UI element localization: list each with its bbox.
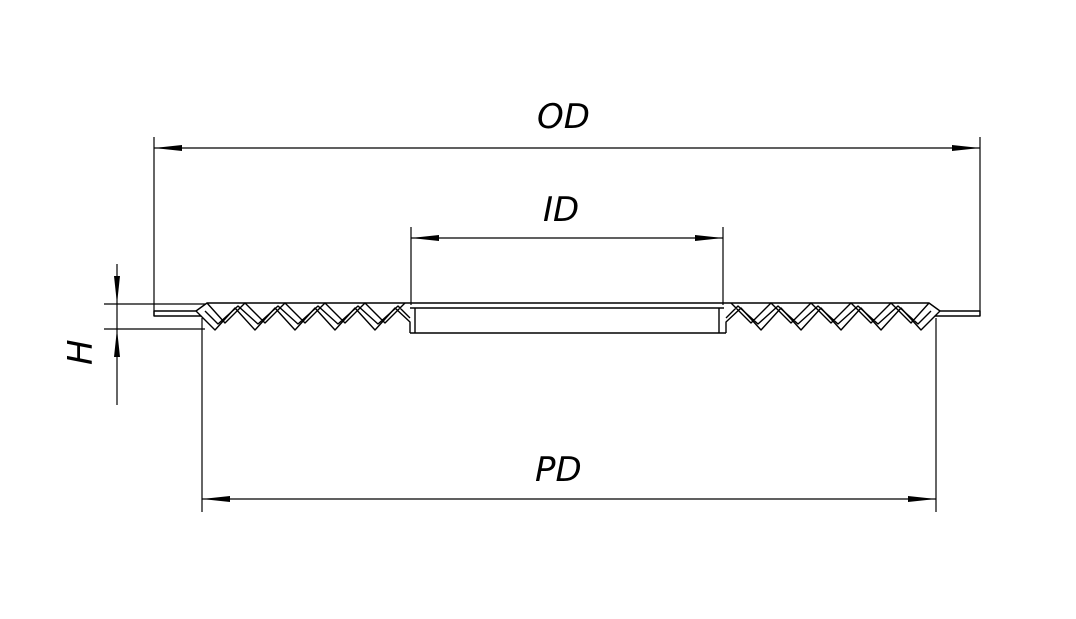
gasket-profile — [153, 302, 981, 334]
left-corrugation-inner — [204, 302, 411, 325]
left-corrugation-outer — [195, 302, 411, 333]
pd-label: PD — [535, 450, 582, 490]
h-label: H — [61, 339, 101, 365]
pd-dimension — [201, 318, 937, 512]
left-lip — [153, 310, 202, 317]
od-dimension — [153, 137, 981, 316]
center-ring — [410, 302, 726, 334]
od-label: OD — [537, 97, 590, 137]
id-label: ID — [543, 190, 580, 230]
right-corrugation-inner — [725, 302, 932, 325]
h-dimension — [104, 264, 205, 405]
id-dimension — [410, 227, 724, 305]
right-lip — [934, 310, 981, 317]
